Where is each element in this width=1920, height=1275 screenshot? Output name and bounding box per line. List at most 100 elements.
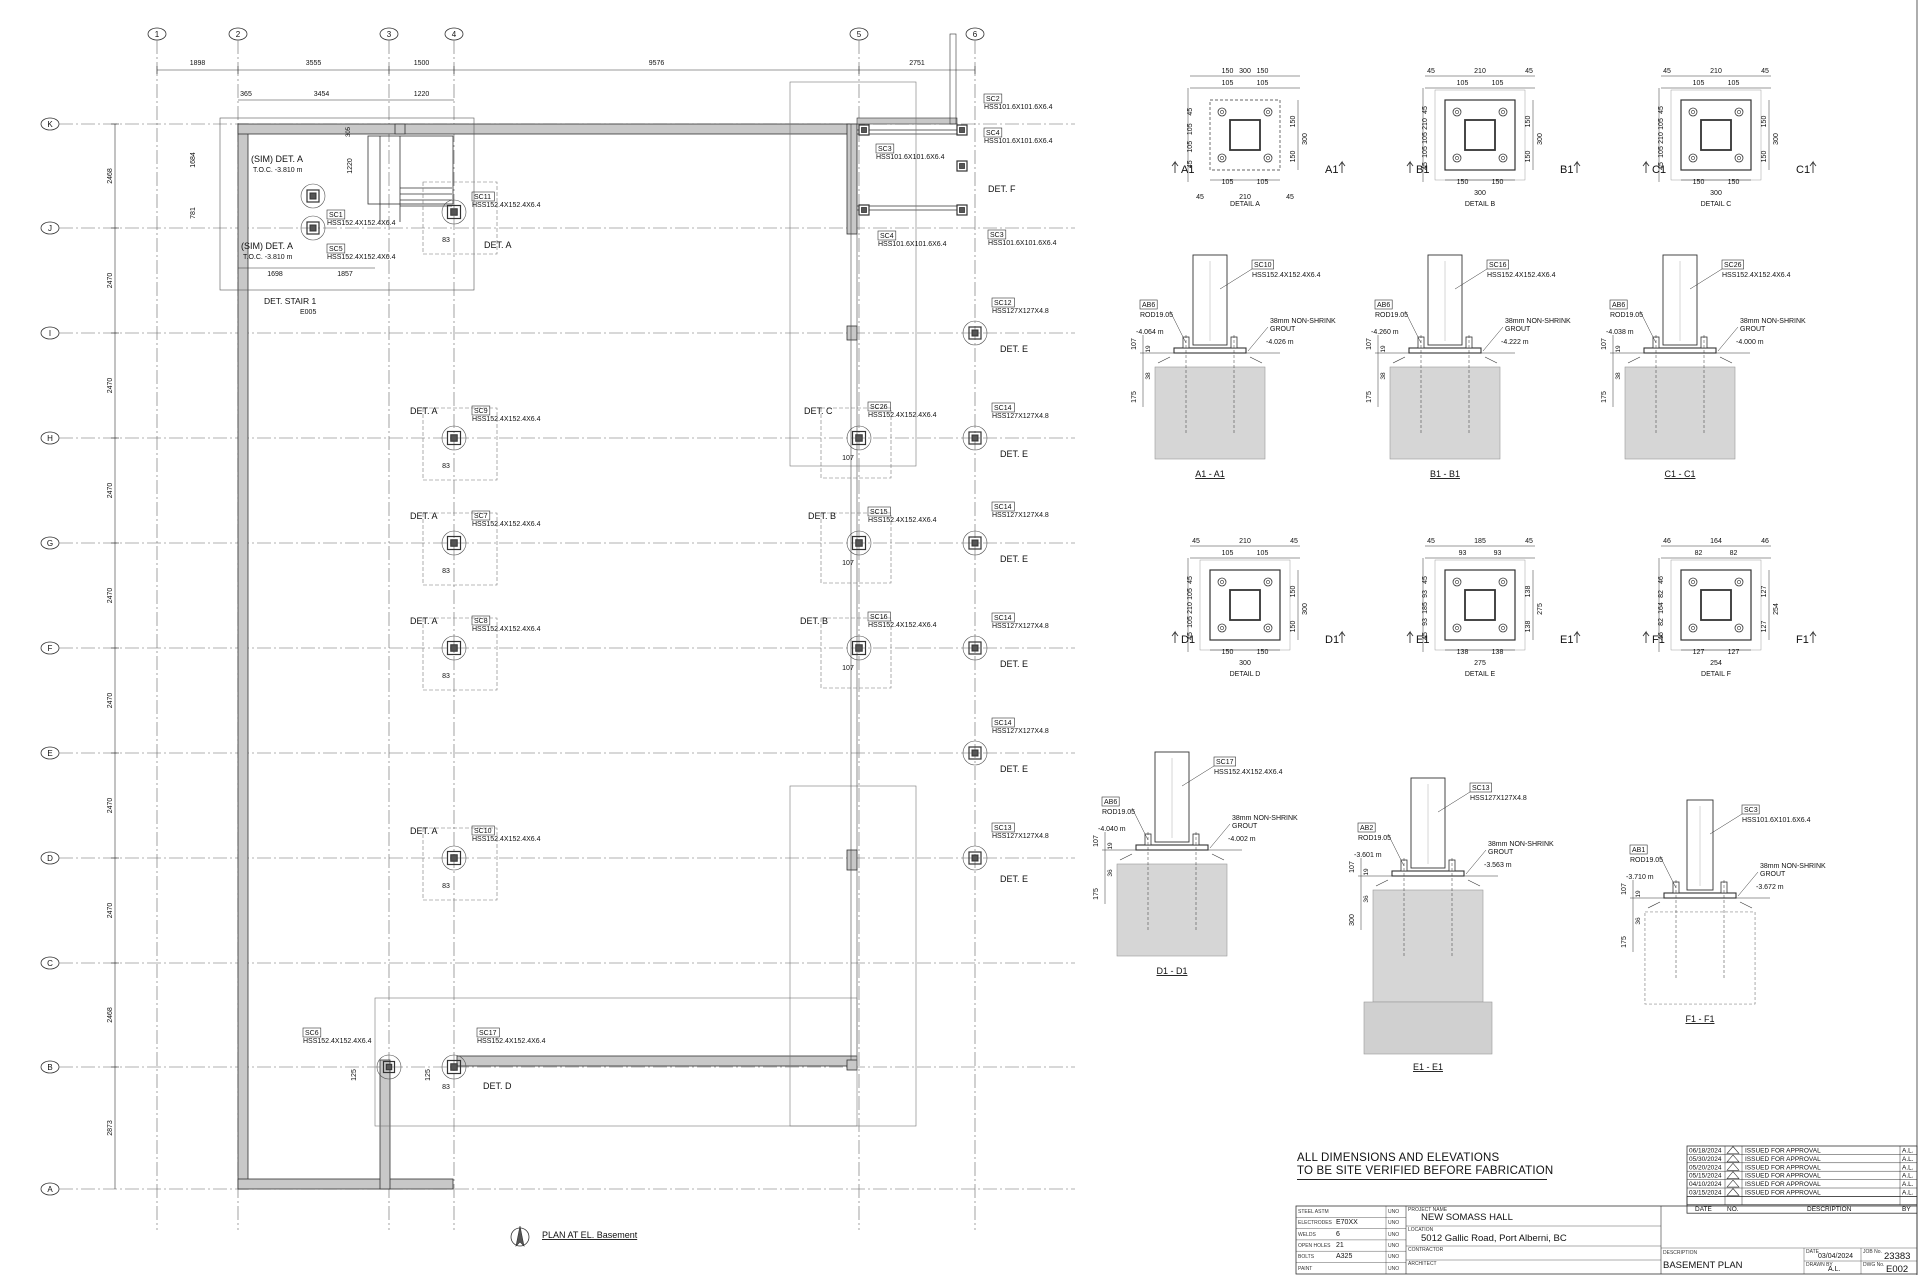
dim-bottom: 300 [1239, 660, 1251, 667]
dim-side: 45 [1422, 106, 1429, 114]
revision-date: 06/18/2024 [1689, 1148, 1722, 1155]
dim-right: 150 [1290, 151, 1297, 163]
dim-83: 83 [442, 463, 450, 470]
dim-top2: 82 [1730, 550, 1738, 557]
grid-label-G: G [47, 539, 53, 548]
east-det-box [789, 81, 917, 467]
column-tag-box [867, 401, 891, 412]
dim-83: 83 [442, 1084, 450, 1091]
job-label: JOB No. [1863, 1249, 1882, 1255]
revision-delta-icon [1726, 1154, 1740, 1163]
dim-right: 150 [1290, 116, 1297, 128]
leader [1437, 791, 1471, 813]
grid-label-K: K [47, 120, 53, 129]
tb-row-unit: UNO [1388, 1220, 1400, 1227]
anchor-bolt-hole [1734, 623, 1744, 633]
dim-side: 105 [1658, 118, 1665, 130]
section-mark-right: E1 [1560, 634, 1573, 646]
column-circle [962, 425, 988, 451]
architect-label: ARCHITECT [1408, 1261, 1437, 1267]
detail-callout-box [422, 181, 498, 255]
section-mark-left: F1 [1652, 634, 1665, 646]
column-tag-box [471, 825, 495, 836]
section-mark-right: D1 [1325, 634, 1339, 646]
revision-by: A.L. [1902, 1173, 1914, 1180]
grout-bevel [1739, 901, 1753, 909]
dim-left: 2470 [107, 693, 114, 709]
revision-date: 05/15/2024 [1689, 1173, 1722, 1180]
column-plate [446, 430, 462, 446]
revision-desc: ISSUED FOR APPROVAL [1745, 1190, 1821, 1197]
column-sc5 [300, 215, 326, 241]
drawn-label: DRAWN BY [1806, 1262, 1833, 1268]
dim-right: 138 [1525, 621, 1532, 633]
anchor-bolt [1691, 156, 1695, 160]
anchor-bolt [1220, 580, 1224, 584]
hss-section [1464, 589, 1496, 621]
revision-desc: ISSUED FOR APPROVAL [1745, 1148, 1821, 1155]
dim-side: 185 [1422, 602, 1429, 614]
column-sc14 [962, 740, 988, 766]
base-plate [1135, 844, 1209, 851]
dim-second-365: 365 [240, 91, 252, 98]
dim-top: 210 [1239, 538, 1251, 545]
dim-side: 164 [1658, 602, 1665, 614]
section-dim: 107 [1366, 338, 1373, 350]
dim-left: 2468 [107, 1007, 114, 1023]
column-hss [855, 644, 863, 652]
col-SC14-size: HSS127X127X4.8 [992, 413, 1049, 420]
column-hss [971, 854, 979, 862]
section-elev2: -3.563 m [1484, 862, 1512, 869]
date-label: DATE [1806, 1249, 1819, 1255]
section-dim: 107 [1093, 835, 1100, 847]
dim-107: 107 [842, 560, 854, 567]
section-grout2: GROUT [1270, 326, 1296, 333]
dim-bottom: 300 [1474, 190, 1486, 197]
col-SC16-size: HSS152.4X152.4X6.4 [868, 622, 937, 629]
column-hss [971, 434, 979, 442]
dim-top: 46 [1663, 538, 1671, 545]
column-plate [851, 640, 867, 656]
section-1: SC10HSS152.4X152.4X6.4AB6ROD19.05-4.064 … [1131, 254, 1336, 479]
stair-toc2: T.O.C. -3.810 m [243, 254, 293, 261]
dim-side: 105 [1658, 146, 1665, 158]
anchor-bolt-hole [1452, 153, 1462, 163]
grid-label-C: C [47, 959, 53, 968]
leader [1169, 310, 1187, 344]
small-column-core [861, 127, 867, 133]
dim-side: 82 [1658, 618, 1665, 626]
anchor-bolt [1266, 580, 1270, 584]
col-SC14-size: HSS127X127X4.8 [992, 512, 1049, 519]
col-SC14-size: HSS127X127X4.8 [992, 623, 1049, 630]
base-plate [1444, 569, 1516, 641]
east-det-box-lower [789, 785, 917, 1127]
stair-dim-781: 781 [190, 207, 197, 219]
section-mark-right: C1 [1796, 164, 1810, 176]
section-arrow-icon [1338, 630, 1346, 643]
det-e-label: DET. E [1000, 659, 1028, 669]
anchor-bolt [1266, 110, 1270, 114]
anchor-bolt-hole [1452, 577, 1462, 587]
column-circle [962, 530, 988, 556]
column-plate [968, 851, 982, 865]
column-plate [968, 536, 982, 550]
column-tag-box [867, 611, 891, 622]
footing [1363, 1001, 1493, 1055]
col-sc6-size: HSS152.4X152.4X6.4 [303, 1038, 372, 1045]
section-mark-left: D1 [1181, 634, 1195, 646]
section-grout2: GROUT [1488, 849, 1514, 856]
section-dim: 19 [1107, 842, 1114, 850]
anchor-bolt-hole [1263, 153, 1273, 163]
section-grout: 38mm NON-SHRINK [1740, 318, 1806, 325]
wall-west [237, 123, 249, 1190]
section-2: SC16HSS152.4X152.4X6.4AB6ROD19.05-4.260 … [1366, 254, 1571, 479]
section-col-id: SC16 [1489, 262, 1507, 269]
col-SC13-id: SC13 [994, 825, 1012, 832]
stair-label1: (SIM) DET. A [251, 154, 303, 164]
base-plate [1663, 892, 1737, 899]
det-label: DET. B [808, 511, 836, 521]
column-hss [450, 434, 458, 442]
detail-name: DETAIL E [1465, 671, 1496, 678]
site-verify-note: ALL DIMENSIONS AND ELEVATIONS TO BE SITE… [1297, 1152, 1553, 1180]
